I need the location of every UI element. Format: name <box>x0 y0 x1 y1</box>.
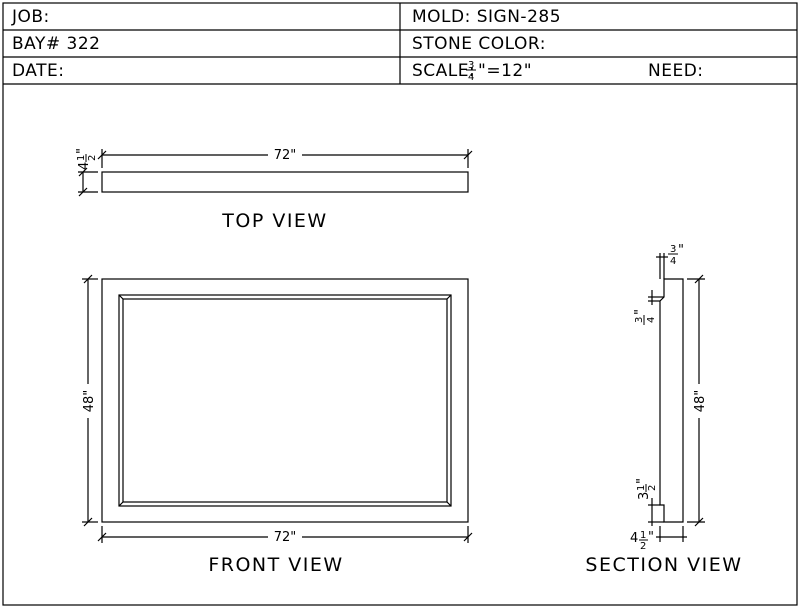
bay-label: BAY# 322 <box>12 34 100 54</box>
section-height-dim: 48" <box>693 390 708 413</box>
stone-color-label: STONE COLOR: <box>412 34 546 54</box>
section-top-step-dim: 3 4 " <box>668 243 684 267</box>
svg-text:2: 2 <box>640 541 646 552</box>
section-depth-dim: 4 1 2 " <box>630 530 654 552</box>
svg-text:SCALE:: SCALE: <box>412 61 475 81</box>
front-view-label: FRONT VIEW <box>208 554 343 576</box>
scale-label: SCALE: 3 4 "=12" <box>412 60 532 83</box>
job-label: JOB: <box>11 7 50 27</box>
svg-text:4: 4 <box>77 162 92 170</box>
section-view: 3 4 " 3 4 " 3 1 2 " 4 1 2 " 48" SECTION … <box>585 243 742 576</box>
svg-text:4: 4 <box>646 317 657 323</box>
svg-text:3: 3 <box>634 317 645 323</box>
front-view-outer-frame <box>101 278 469 523</box>
svg-text:": " <box>635 478 650 484</box>
svg-text:": " <box>633 309 648 315</box>
date-label: DATE: <box>12 61 64 81</box>
svg-text:"=12": "=12" <box>478 61 532 81</box>
svg-text:": " <box>648 530 654 545</box>
svg-text:1: 1 <box>640 530 646 541</box>
svg-text:4: 4 <box>670 256 676 267</box>
top-view: 72" 4 1 2 " TOP VIEW <box>75 147 473 232</box>
section-side-step-dim: 3 4 " <box>633 309 657 325</box>
top-view-depth-dim: 4 1 2 " <box>75 148 98 170</box>
section-bottom-step-dim: 3 1 2 " <box>635 478 658 500</box>
front-view-inner-bevel <box>122 298 448 503</box>
top-view-label: TOP VIEW <box>221 210 327 232</box>
need-label: NEED: <box>648 61 704 81</box>
section-view-label: SECTION VIEW <box>585 554 742 576</box>
front-view-inner-panel <box>118 294 452 507</box>
svg-text:3: 3 <box>670 244 676 255</box>
svg-text:3: 3 <box>468 60 474 71</box>
top-view-width-dim: 72" <box>274 148 297 163</box>
front-view: 48" 72" FRONT VIEW <box>81 274 473 576</box>
front-view-height-dim: 48" <box>82 390 97 413</box>
svg-text:2: 2 <box>647 485 658 491</box>
svg-text:1: 1 <box>76 155 87 161</box>
section-view-profile <box>659 278 684 523</box>
svg-text:2: 2 <box>87 155 98 161</box>
svg-text:4: 4 <box>630 531 638 546</box>
svg-text:1: 1 <box>636 485 647 491</box>
svg-text:": " <box>678 243 684 258</box>
top-view-outline <box>101 171 469 193</box>
mold-label: MOLD: SIGN-285 <box>412 7 561 27</box>
front-view-width-dim: 72" <box>274 530 297 545</box>
svg-text:3: 3 <box>637 492 652 500</box>
svg-text:4: 4 <box>468 72 474 83</box>
svg-text:": " <box>75 148 90 154</box>
